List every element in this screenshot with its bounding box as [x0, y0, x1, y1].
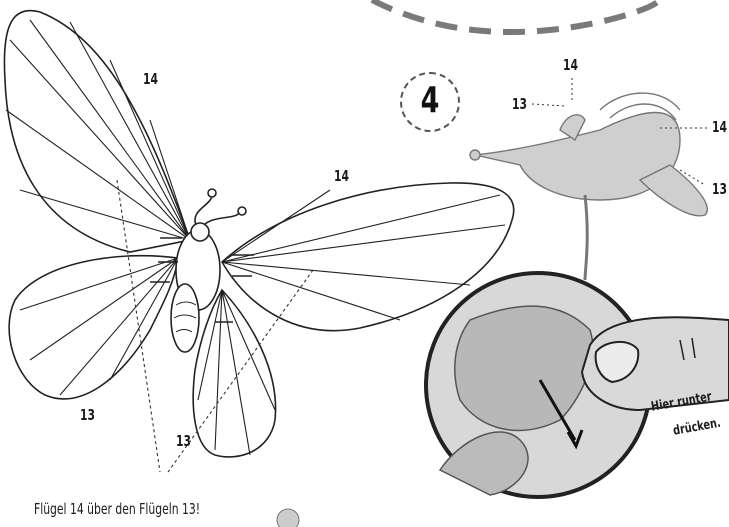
label-upper-right-wing: 14	[334, 167, 349, 185]
assembled-label-right-upper: 14	[712, 118, 727, 136]
assembled-butterfly-view	[470, 93, 707, 280]
label-upper-left-wing: 14	[143, 70, 158, 88]
butterfly-wing-13-right	[193, 290, 275, 457]
label-lower-left-wing: 13	[80, 406, 95, 424]
assembled-label-left: 13	[512, 95, 527, 113]
bottom-small-circle	[277, 509, 299, 527]
butterfly-wing-13-left	[9, 256, 178, 399]
assembled-label-right-lower: 13	[712, 180, 727, 198]
dashed-arc-top	[372, 0, 660, 32]
step-number: 4	[409, 80, 451, 121]
assembled-label-top: 14	[563, 56, 578, 74]
butterfly-wing-14-left	[4, 11, 190, 252]
instruction-caption: Flügel 14 über den Flügeln 13!	[34, 500, 200, 518]
label-lower-right-wing: 13	[176, 432, 191, 450]
step-number-badge: 4	[400, 72, 460, 132]
